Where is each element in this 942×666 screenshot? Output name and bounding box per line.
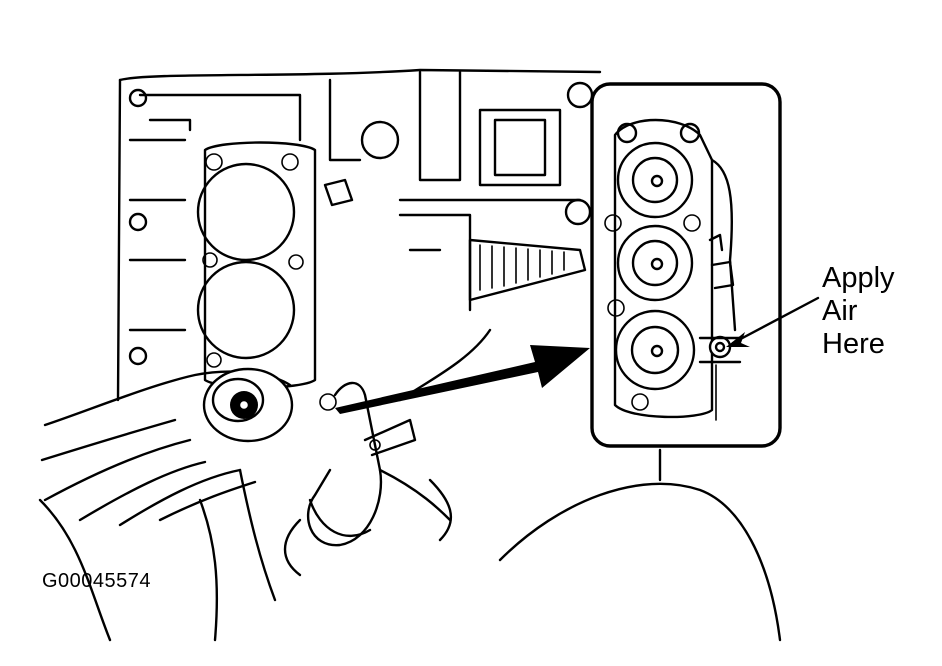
callout-line-2: Air: [822, 295, 858, 327]
accumulator-detail-inset: [590, 82, 782, 448]
right-hand-illustration: [306, 328, 492, 547]
figure-id: G00045574: [42, 570, 152, 592]
callout-line-1: Apply: [822, 262, 895, 294]
transmission-case-illustration: [38, 68, 782, 642]
apply-air-here-label: Apply Air Here: [822, 262, 895, 361]
left-hand-illustration: [40, 367, 294, 642]
callout-line-3: Here: [822, 328, 885, 360]
callout-leader-line: [726, 296, 820, 347]
pointer-arrow-icon: [335, 345, 590, 414]
